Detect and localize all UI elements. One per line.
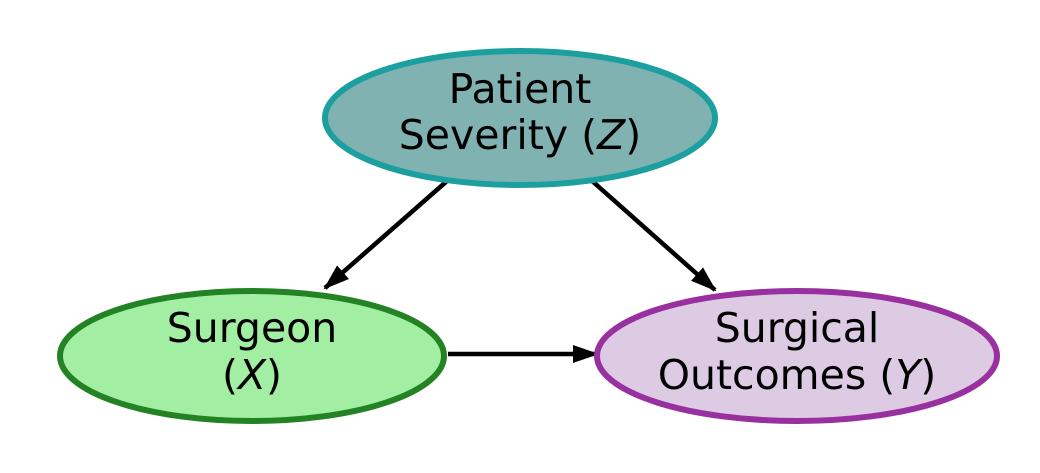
label-text: Outcomes (	[658, 351, 896, 399]
label-text: (	[222, 351, 238, 399]
label-text: Severity (	[399, 111, 597, 159]
label-variable: Z	[596, 111, 626, 159]
node-surgical-outcomes-ellipse	[594, 288, 1000, 424]
node-surgical-outcomes-label-line2: Outcomes (Y)	[658, 351, 937, 399]
label-variable: X	[236, 351, 267, 399]
node-patient-severity-label-line2: Severity (Z)	[399, 111, 641, 159]
node-surgeon: Surgeon (X)	[57, 288, 447, 424]
node-surgeon-ellipse	[57, 288, 447, 424]
node-surgeon-label-line2: (X)	[222, 351, 282, 399]
label-variable: Y	[895, 351, 923, 399]
label-text: )	[920, 351, 936, 399]
node-patient-severity-label-line1: Patient	[449, 65, 592, 113]
label-text: )	[625, 111, 641, 159]
label-text: )	[266, 351, 282, 399]
node-surgical-outcomes-label-line1: Surgical	[715, 304, 880, 352]
node-surgeon-label-line1: Surgeon	[167, 304, 337, 352]
node-patient-severity: Patient Severity (Z)	[322, 48, 718, 188]
edge-severity-to-outcomes	[589, 178, 717, 292]
edge-severity-to-surgeon	[323, 179, 449, 290]
node-surgical-outcomes: Surgical Outcomes (Y)	[594, 288, 1000, 424]
node-patient-severity-ellipse	[322, 48, 718, 188]
